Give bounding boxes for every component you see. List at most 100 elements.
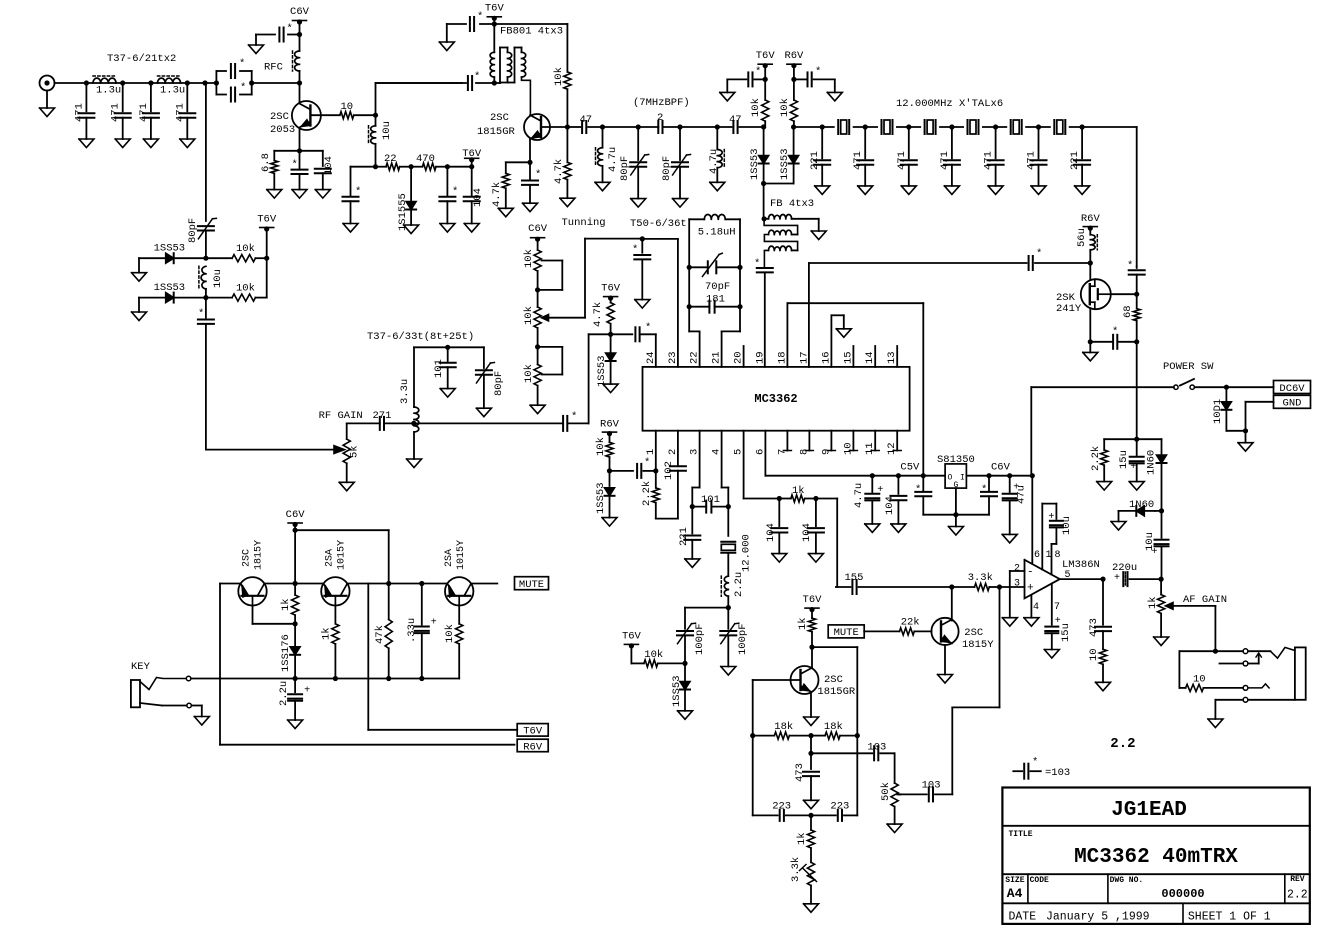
svg-text:1SS53: 1SS53 xyxy=(154,243,186,255)
svg-text:10: 10 xyxy=(842,442,854,455)
svg-text:5k: 5k xyxy=(349,445,361,458)
svg-text:12: 12 xyxy=(886,442,898,455)
svg-text:5: 5 xyxy=(1065,570,1071,581)
svg-text:471: 471 xyxy=(138,103,150,122)
svg-text:18k: 18k xyxy=(774,721,793,733)
svg-text:O: O xyxy=(948,474,953,483)
svg-text:47k: 47k xyxy=(374,625,386,644)
svg-text:10: 10 xyxy=(341,101,354,113)
svg-text:10k: 10k xyxy=(523,306,535,325)
svg-text:80pF: 80pF xyxy=(493,371,505,396)
svg-text:1N60: 1N60 xyxy=(1146,450,1158,475)
svg-text:2: 2 xyxy=(667,449,679,455)
svg-text:155: 155 xyxy=(845,572,864,584)
svg-text:+: + xyxy=(1013,483,1019,494)
svg-text:3.3u: 3.3u xyxy=(399,379,411,404)
svg-text:473: 473 xyxy=(1088,618,1100,637)
svg-text:*: * xyxy=(477,11,483,23)
svg-text:19: 19 xyxy=(754,351,766,364)
svg-text:221: 221 xyxy=(809,151,821,170)
svg-text:CODE: CODE xyxy=(1030,876,1049,885)
svg-text:10u: 10u xyxy=(212,269,224,288)
svg-text:223: 223 xyxy=(830,801,849,813)
svg-text:16: 16 xyxy=(820,351,832,364)
svg-text:*: * xyxy=(645,322,651,334)
svg-text:2SC: 2SC xyxy=(490,112,509,124)
svg-text:17: 17 xyxy=(798,351,810,364)
svg-text:7: 7 xyxy=(1054,602,1060,613)
svg-text:271: 271 xyxy=(373,410,392,422)
svg-text:10u: 10u xyxy=(1061,516,1073,535)
svg-text:T6V: T6V xyxy=(485,3,505,15)
svg-text:DC6V: DC6V xyxy=(1279,383,1305,395)
svg-text:100pF: 100pF xyxy=(737,623,749,655)
svg-text:1SS53: 1SS53 xyxy=(154,282,186,294)
svg-text:R6V: R6V xyxy=(600,418,620,430)
svg-text:*: * xyxy=(1036,248,1042,260)
svg-text:220u: 220u xyxy=(1112,562,1137,574)
svg-text:G: G xyxy=(954,481,959,490)
svg-text:10k: 10k xyxy=(523,364,535,383)
svg-text:4.7u: 4.7u xyxy=(607,147,619,172)
svg-text:*: * xyxy=(1112,326,1118,338)
svg-text:10: 10 xyxy=(1193,674,1206,686)
svg-text:T6V: T6V xyxy=(756,50,776,62)
svg-text:56u: 56u xyxy=(1076,228,1088,247)
svg-text:2: 2 xyxy=(1014,564,1020,575)
svg-text:FB 4tx3: FB 4tx3 xyxy=(770,198,814,210)
svg-text:103: 103 xyxy=(922,780,941,792)
svg-text:10k: 10k xyxy=(750,98,762,117)
svg-text:+: + xyxy=(431,618,437,629)
svg-text:T50-6/36t: T50-6/36t xyxy=(630,218,687,230)
svg-text:+: + xyxy=(1130,462,1136,473)
svg-text:2SA: 2SA xyxy=(325,549,336,567)
svg-text:+: + xyxy=(1152,547,1158,558)
svg-text:2.2: 2.2 xyxy=(1287,889,1308,902)
svg-text:104: 104 xyxy=(323,156,335,175)
svg-text:47: 47 xyxy=(729,114,742,126)
svg-text:22k: 22k xyxy=(901,617,920,629)
svg-text:6: 6 xyxy=(1034,550,1040,561)
svg-text:23: 23 xyxy=(667,351,679,364)
svg-text:10k: 10k xyxy=(779,98,791,117)
svg-text:FB801 4tx3: FB801 4tx3 xyxy=(500,26,563,38)
svg-text:*: * xyxy=(915,484,921,496)
svg-text:T6V: T6V xyxy=(622,631,642,643)
svg-text:471: 471 xyxy=(110,103,122,122)
svg-text:2.2: 2.2 xyxy=(1110,736,1135,752)
svg-text:*: * xyxy=(755,66,761,78)
svg-text:*: * xyxy=(632,244,638,256)
svg-text:1815GR: 1815GR xyxy=(817,686,856,698)
svg-text:20: 20 xyxy=(733,351,745,364)
svg-text:1k: 1k xyxy=(797,617,809,630)
svg-text:10k: 10k xyxy=(523,249,535,268)
svg-text:MUTE: MUTE xyxy=(519,579,544,591)
svg-text:*: * xyxy=(644,457,650,469)
svg-text:1: 1 xyxy=(645,449,657,455)
svg-text:*: * xyxy=(571,411,577,423)
svg-text:T6V: T6V xyxy=(601,283,621,295)
svg-text:223: 223 xyxy=(772,801,791,813)
svg-text:10k: 10k xyxy=(236,283,255,295)
svg-text:*: * xyxy=(815,66,821,78)
svg-text:*: * xyxy=(292,159,298,171)
svg-text:C6V: C6V xyxy=(991,462,1011,474)
svg-text:2.2k: 2.2k xyxy=(641,481,653,506)
svg-text:*: * xyxy=(474,71,480,83)
svg-text:.33u: .33u xyxy=(406,618,418,643)
svg-text:2SK: 2SK xyxy=(1056,292,1076,304)
svg-text:100pF: 100pF xyxy=(694,623,706,655)
svg-text:1k: 1k xyxy=(280,598,292,611)
svg-text:471: 471 xyxy=(852,151,864,170)
svg-text:24: 24 xyxy=(645,351,657,364)
svg-text:10k: 10k xyxy=(595,437,607,456)
svg-text:1SS53: 1SS53 xyxy=(779,148,791,180)
svg-text:T37-6/21tx2: T37-6/21tx2 xyxy=(107,53,176,65)
svg-text:3: 3 xyxy=(1014,579,1020,590)
svg-text:1.3u: 1.3u xyxy=(96,85,121,97)
svg-text:10k: 10k xyxy=(553,67,565,86)
svg-text:47u: 47u xyxy=(1016,485,1028,504)
svg-text:3.3k: 3.3k xyxy=(790,857,802,882)
svg-text:8: 8 xyxy=(1055,550,1061,561)
svg-text:2SC: 2SC xyxy=(270,111,289,123)
